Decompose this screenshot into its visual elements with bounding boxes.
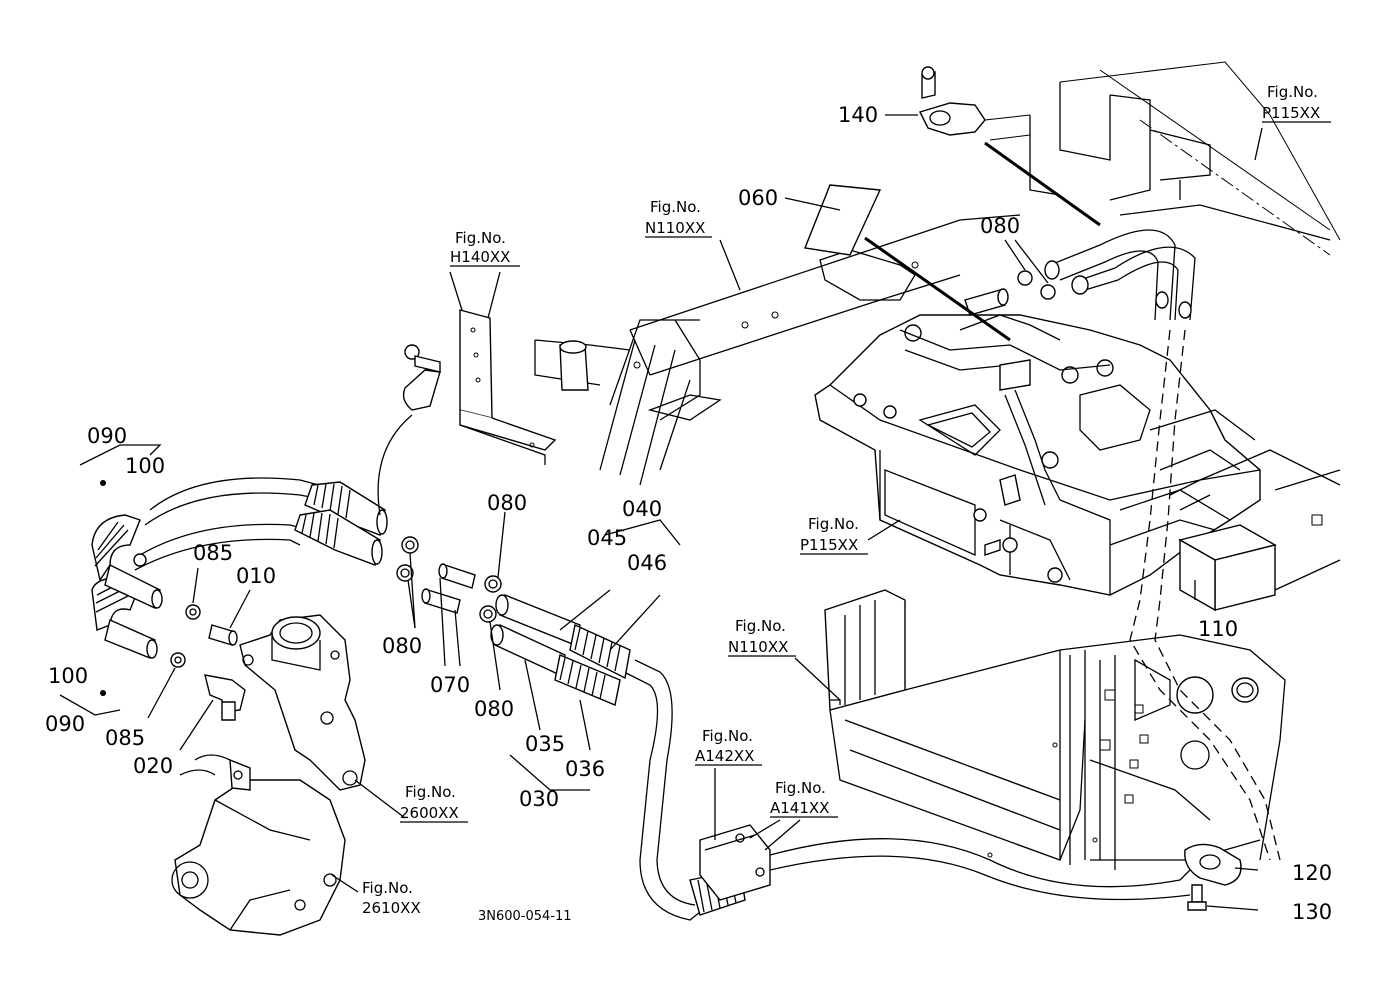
label-085-top: 085 <box>193 541 233 565</box>
drawing-code: 3N600-054-11 <box>478 909 572 924</box>
svg-text:H140XX: H140XX <box>450 248 510 266</box>
svg-text:N110XX: N110XX <box>728 638 788 656</box>
label-080-top: 080 <box>980 214 1020 238</box>
svg-text:2610XX: 2610XX <box>362 899 421 917</box>
figref-n110-top: Fig.No. N110XX <box>645 198 712 238</box>
label-090-bottom: 090 <box>45 712 85 736</box>
figref-2610: Fig.No. 2610XX <box>362 879 421 917</box>
label-090-top: 090 <box>87 424 127 448</box>
label-100-top: 100 <box>125 454 165 478</box>
label-036: 036 <box>565 757 605 781</box>
figref-p115-mid: Fig.No. P115XX <box>800 515 868 555</box>
svg-text:N110XX: N110XX <box>645 219 705 237</box>
svg-text:2600XX: 2600XX <box>400 804 459 822</box>
clamps-and-fittings <box>133 66 1056 721</box>
cross-member-upper <box>534 214 1021 486</box>
svg-text:Fig.No.: Fig.No. <box>362 879 413 897</box>
svg-text:Fig.No.: Fig.No. <box>1267 83 1318 101</box>
label-020: 020 <box>133 754 173 778</box>
svg-text:Fig.No.: Fig.No. <box>775 779 826 797</box>
label-035: 035 <box>525 732 565 756</box>
label-140: 140 <box>838 103 878 127</box>
water-pump <box>171 754 346 936</box>
svg-text:P115XX: P115XX <box>800 536 858 554</box>
figref-p115-top: Fig.No. P115XX <box>1262 83 1331 123</box>
label-070: 070 <box>430 673 470 697</box>
svg-text:Fig.No.: Fig.No. <box>808 515 859 533</box>
label-060: 060 <box>738 186 778 210</box>
figref-a141: Fig.No. A141XX <box>770 779 838 818</box>
label-080-a: 080 <box>382 634 422 658</box>
label-130: 130 <box>1292 900 1332 924</box>
svg-text:A142XX: A142XX <box>695 747 754 765</box>
heater-unit <box>814 288 1341 612</box>
svg-text:P115XX: P115XX <box>1262 104 1320 122</box>
figref-2600: Fig.No. 2600XX <box>400 783 468 823</box>
label-085-bottom: 085 <box>105 726 145 750</box>
label-100-bottom: 100 <box>48 664 88 688</box>
label-120: 120 <box>1292 861 1332 885</box>
svg-text:Fig.No.: Fig.No. <box>455 229 506 247</box>
svg-text:Fig.No.: Fig.No. <box>650 198 701 216</box>
figure-references: Fig.No. H140XX Fig.No. N110XX Fig.No. P1… <box>362 83 1331 917</box>
leader-lines <box>59 114 1263 911</box>
figref-h140: Fig.No. H140XX <box>450 229 520 267</box>
heater-valve <box>699 824 771 901</box>
label-046: 046 <box>627 551 667 575</box>
label-080-c: 080 <box>474 697 514 721</box>
svg-text:Fig.No.: Fig.No. <box>702 727 753 745</box>
figref-n110-mid: Fig.No. N110XX <box>728 617 796 657</box>
vehicle-frame-upper <box>984 61 1341 256</box>
floor-side-panel <box>824 589 1286 911</box>
label-045: 045 <box>587 526 627 550</box>
part-labels: 140 060 080 090 100 085 010 080 080 080 … <box>45 103 1332 924</box>
figref-a142: Fig.No. A142XX <box>695 727 762 766</box>
label-010: 010 <box>236 564 276 588</box>
label-110: 110 <box>1198 617 1238 641</box>
label-030: 030 <box>519 787 559 811</box>
thermostat-housing <box>239 614 366 791</box>
svg-text:A141XX: A141XX <box>770 799 829 817</box>
svg-text:Fig.No.: Fig.No. <box>405 783 456 801</box>
label-080-b: 080 <box>487 491 527 515</box>
label-040: 040 <box>622 497 662 521</box>
svg-text:Fig.No.: Fig.No. <box>735 617 786 635</box>
